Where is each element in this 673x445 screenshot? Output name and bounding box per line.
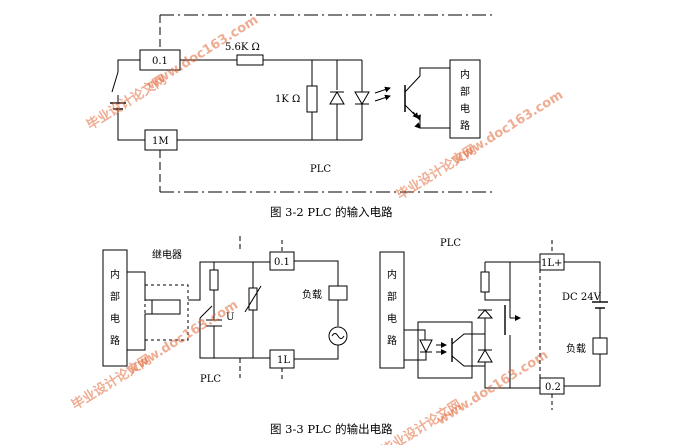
- figure1-caption: 图 3-2 PLC 的输入电路: [270, 205, 393, 219]
- relay-coil: [151, 299, 181, 315]
- optocoupler-box: [417, 321, 473, 379]
- relay-internal-char-1: 内: [110, 268, 120, 281]
- transistor-internal-circuit-box: [379, 251, 405, 369]
- shunt-resistor: [306, 85, 318, 113]
- relay-internal-char-2: 部: [110, 290, 120, 303]
- input-internal-circuit-box: [449, 59, 481, 139]
- transistor-internal-char-4: 路: [387, 334, 397, 347]
- bias-resistor: [480, 271, 490, 293]
- relay-internal-char-3: 电: [110, 312, 120, 325]
- transistor-internal-char-1: 内: [387, 268, 397, 281]
- u-label: U: [226, 312, 234, 323]
- transistor-internal-char-3: 电: [387, 312, 397, 325]
- transistor-load-label: 负载: [566, 342, 586, 355]
- relay-label: 继电器: [152, 248, 182, 261]
- relay-output-circuit: [102, 236, 348, 382]
- relay-load-label: 负载: [302, 288, 322, 301]
- shunt-resistor-label: 1K Ω: [275, 94, 300, 105]
- input-circuit: [110, 14, 495, 193]
- external-switch: [111, 71, 119, 93]
- transistor-internal-char-2: 部: [387, 290, 397, 303]
- opto-led-out: [419, 339, 433, 354]
- dc-supply-label: DC 24V: [562, 292, 602, 303]
- watermark-url: www.doc163.com: [144, 13, 261, 94]
- series-resistor-label: 5.6K Ω: [225, 42, 260, 53]
- transistor-output-circuit: [379, 240, 608, 410]
- transistor-common-terminal-label: 1L+: [541, 258, 562, 269]
- relay-dashed-box: [144, 284, 189, 341]
- relay-contact: [199, 305, 213, 319]
- plc-label-relay: PLC: [200, 374, 221, 385]
- relay-load: [328, 285, 348, 301]
- transistor-load: [592, 337, 608, 355]
- input-internal-char-1: 内: [460, 68, 470, 81]
- relay-internal-char-4: 路: [110, 334, 120, 347]
- input-internal-char-4: 路: [460, 119, 470, 132]
- input-internal-char-3: 电: [460, 102, 470, 115]
- relay-output-terminal-label: 0.1: [274, 257, 290, 268]
- opto-led: [354, 91, 370, 105]
- transistor-output-terminal-label: 0.2: [545, 382, 561, 393]
- plc-label-transistor: PLC: [440, 238, 461, 249]
- plc-label-input: PLC: [310, 164, 331, 175]
- relay-internal-circuit-box: [102, 249, 128, 367]
- input-internal-char-2: 部: [460, 85, 470, 98]
- relay-common-terminal-label: 1L: [277, 355, 290, 366]
- figure2-caption: 图 3-3 PLC 的输出电路: [270, 422, 393, 436]
- watermark-url: www.doc163.com: [124, 298, 241, 379]
- input-terminal-label: 0.1: [152, 56, 168, 67]
- protection-diode: [329, 91, 345, 105]
- snubber-resistor: [209, 269, 219, 291]
- watermark-layer: 毕业设计论文网 www.doc163.com 毕业设计论文网 www.doc16…: [69, 13, 566, 445]
- series-resistor: [236, 54, 264, 66]
- common-terminal-label: 1M: [152, 136, 169, 147]
